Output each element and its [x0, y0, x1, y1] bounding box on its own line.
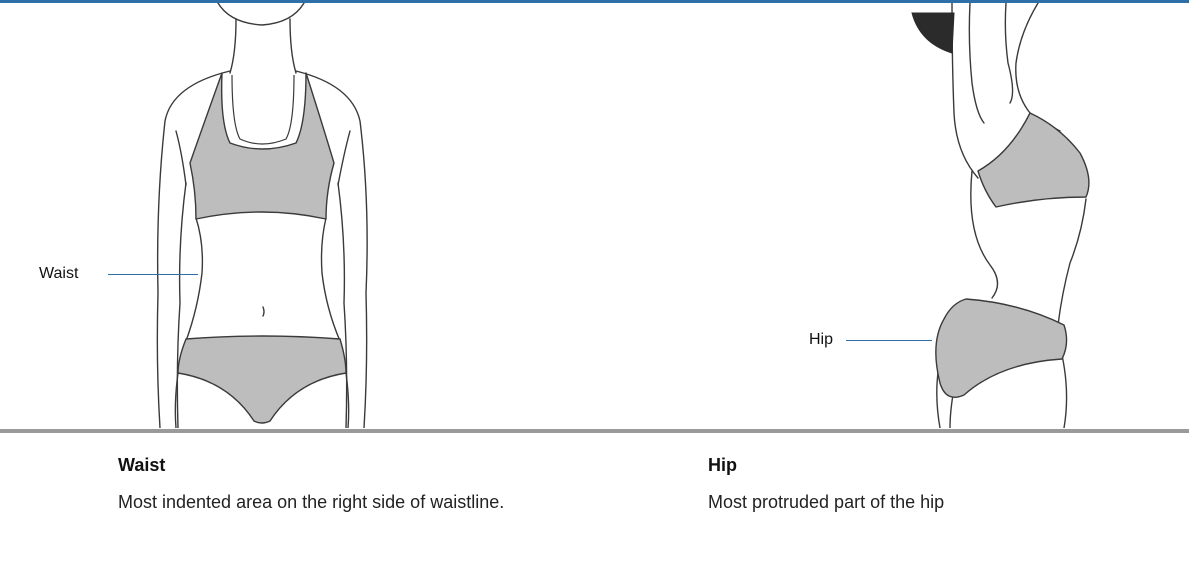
waist-leader-line — [108, 274, 198, 275]
side-bra — [978, 113, 1089, 207]
body-illustrations — [0, 3, 1189, 428]
waist-section-description: Most indented area on the right side of … — [118, 484, 586, 520]
hip-section-title: Hip — [708, 455, 737, 476]
hip-callout-label: Hip — [809, 331, 833, 349]
waist-section-title: Waist — [118, 455, 165, 476]
hip-section-description: Most protruded part of the hip — [708, 484, 1128, 520]
hip-leader-line — [846, 340, 932, 341]
side-hair — [912, 13, 954, 53]
front-bra — [190, 73, 334, 219]
front-briefs — [178, 336, 346, 423]
section-separator — [0, 429, 1189, 433]
side-briefs — [936, 299, 1067, 397]
waist-callout-label: Waist — [39, 265, 78, 283]
